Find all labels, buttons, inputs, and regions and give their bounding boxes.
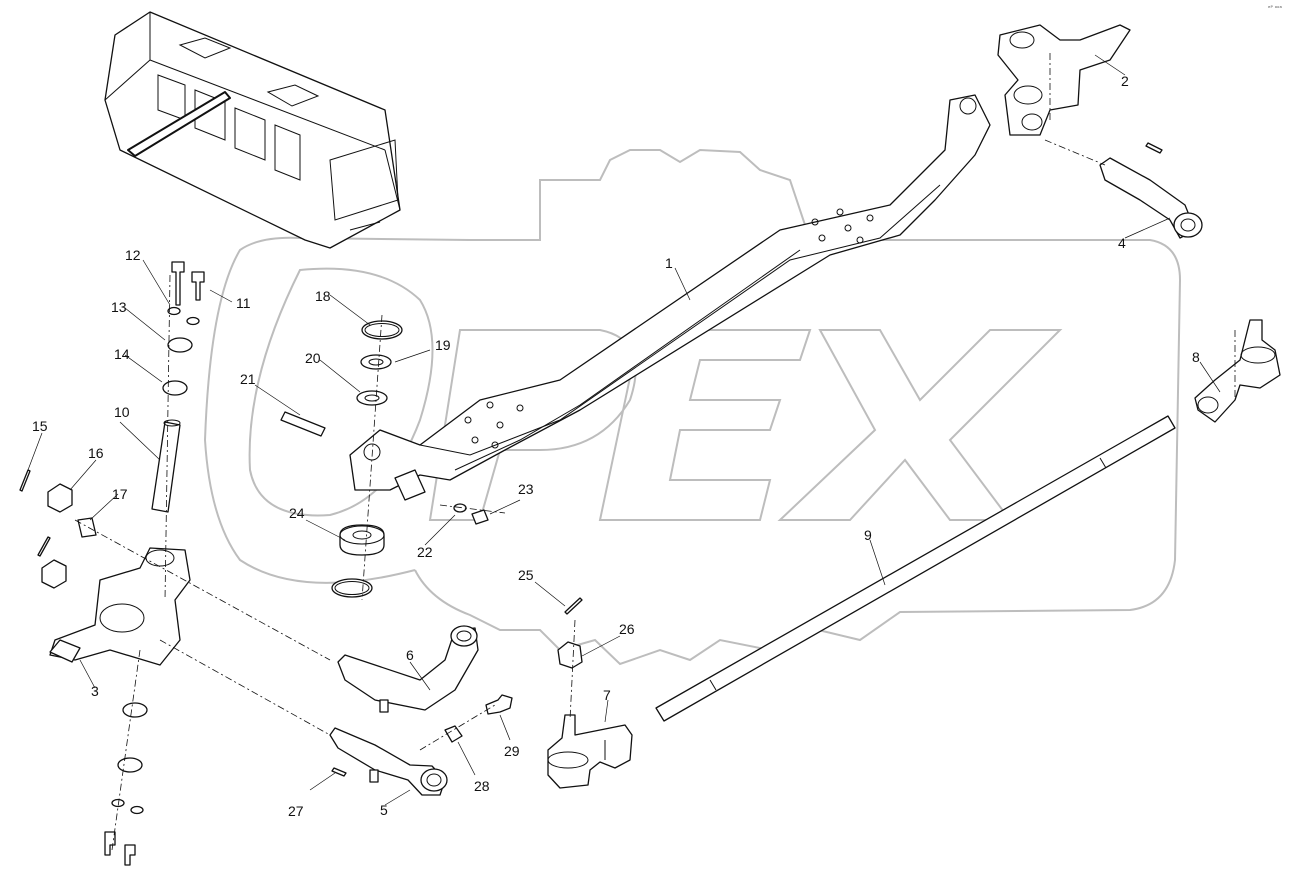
callout-28: 28 [474, 778, 490, 794]
part-11-12-bolts [104, 261, 205, 866]
callout-20: 20 [305, 350, 321, 366]
part-15-cotter-pin [19, 469, 31, 492]
callout-26: 26 [619, 621, 635, 637]
callout-13: 13 [111, 299, 127, 315]
callout-11: 11 [236, 295, 251, 311]
part-7-left-tie-rod-end [547, 714, 633, 789]
part-2-right-knuckle [997, 24, 1131, 136]
callout-15: 15 [32, 418, 48, 434]
part-13-cover [167, 337, 193, 353]
part-23-nut [471, 509, 489, 525]
callout-27: 27 [288, 803, 304, 819]
part-24-thrust-bearing [339, 524, 385, 556]
part-17-grease-fitting [77, 517, 97, 538]
callout-9: 9 [864, 527, 872, 543]
part-4-right-steering-arm [1099, 142, 1203, 239]
callout-12: 12 [125, 247, 141, 263]
centre-lines [74, 50, 1236, 851]
part-18-o-ring [361, 320, 403, 340]
part-27-pin [331, 767, 347, 777]
callout-6: 6 [406, 647, 414, 663]
part-28-nut [444, 725, 463, 743]
part-14-gasket-lower [122, 702, 148, 718]
part-3-left-knuckle [49, 547, 191, 666]
part-8-right-tie-rod-end [1194, 319, 1281, 423]
part-6-left-steering-arm [337, 625, 479, 713]
callout-21: 21 [240, 371, 256, 387]
callout-5: 5 [380, 802, 388, 818]
callout-29: 29 [504, 743, 520, 759]
part-15-cotter-pin-lower [37, 536, 51, 557]
part-21-pin [280, 411, 326, 437]
part-18-o-ring-lower [331, 578, 373, 598]
vehicle-inset [104, 11, 401, 249]
part-29-bolt [485, 694, 513, 715]
callout-7: 7 [603, 687, 611, 703]
part-20-washer [356, 390, 388, 406]
part-5-left-steering-arm [329, 727, 448, 796]
callout-10: 10 [114, 404, 130, 420]
callout-8: 8 [1192, 349, 1200, 365]
corner-mark: ᵉᴾ ᵒᵒᵃ [1268, 5, 1282, 12]
callout-18: 18 [315, 288, 331, 304]
callout-24: 24 [289, 505, 305, 521]
part-25-cotter-pin [564, 597, 583, 615]
callout-1: 1 [665, 255, 673, 271]
watermark-logo [204, 148, 1182, 666]
part-9-tie-rod [655, 415, 1176, 722]
part-26-castle-nut [557, 641, 583, 669]
part-16-castle-nut [47, 483, 73, 513]
part-19-washer [360, 354, 392, 370]
part-16-castle-nut-lower [41, 559, 67, 589]
callout-17: 17 [112, 486, 128, 502]
part-22-washer [453, 503, 467, 513]
part-14-gasket [162, 380, 188, 396]
callout-23: 23 [518, 481, 534, 497]
callout-labels: 1 2 3 4 5 6 7 8 9 10 11 12 13 14 15 16 1… [32, 73, 1200, 819]
callout-14: 14 [114, 346, 130, 362]
callout-19: 19 [435, 337, 451, 353]
leader-lines [27, 54, 1221, 806]
callout-3: 3 [91, 683, 99, 699]
callout-4: 4 [1118, 235, 1126, 251]
part-13-cover-lower [117, 757, 143, 773]
callout-22: 22 [417, 544, 433, 560]
part-1-axle-beam [349, 94, 991, 501]
callout-2: 2 [1121, 73, 1129, 89]
callout-25: 25 [518, 567, 534, 583]
part-10-king-pin [151, 419, 181, 513]
callout-16: 16 [88, 445, 104, 461]
